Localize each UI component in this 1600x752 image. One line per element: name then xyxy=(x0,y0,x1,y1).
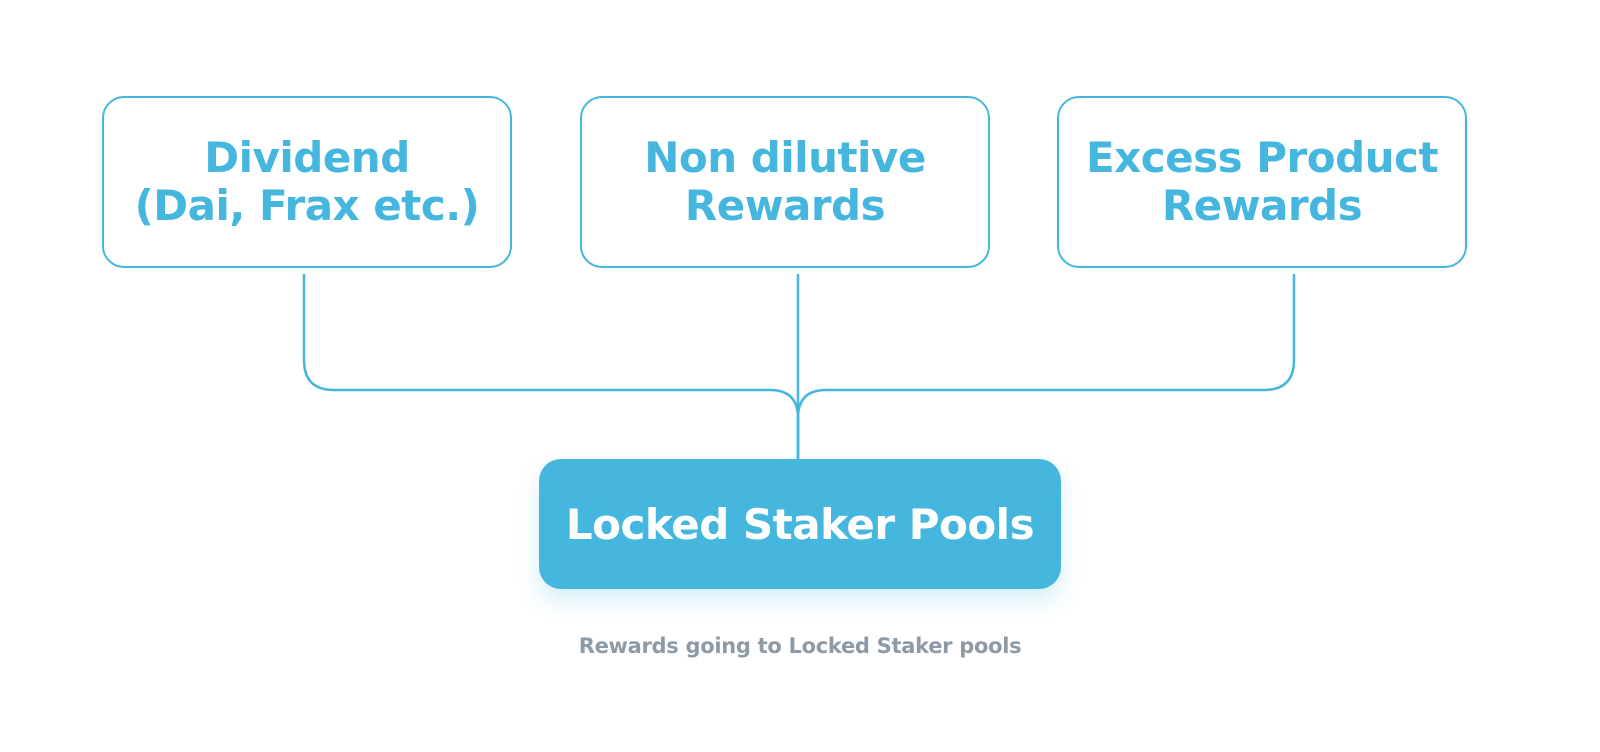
source-label-line1: Excess Product xyxy=(1085,133,1439,182)
source-box-dividend: Dividend (Dai, Frax etc.) xyxy=(102,96,512,268)
source-box-excess-product-rewards: Excess Product Rewards xyxy=(1057,96,1467,268)
connector-dividend xyxy=(302,273,800,461)
source-label-line1: Non dilutive xyxy=(644,133,926,182)
source-label-line2: Rewards xyxy=(684,181,886,230)
source-label-line2: Rewards xyxy=(1161,181,1363,230)
diagram-caption: Rewards going to Locked Staker pools xyxy=(578,634,1022,658)
connector-excess xyxy=(796,273,1296,461)
target-label: Locked Staker Pools xyxy=(565,499,1035,549)
source-label-line2: (Dai, Frax etc.) xyxy=(134,181,480,230)
source-box-non-dilutive-rewards: Non dilutive Rewards xyxy=(580,96,990,268)
target-box-locked-staker-pools: Locked Staker Pools xyxy=(539,459,1061,589)
source-label-line1: Dividend xyxy=(204,133,410,182)
